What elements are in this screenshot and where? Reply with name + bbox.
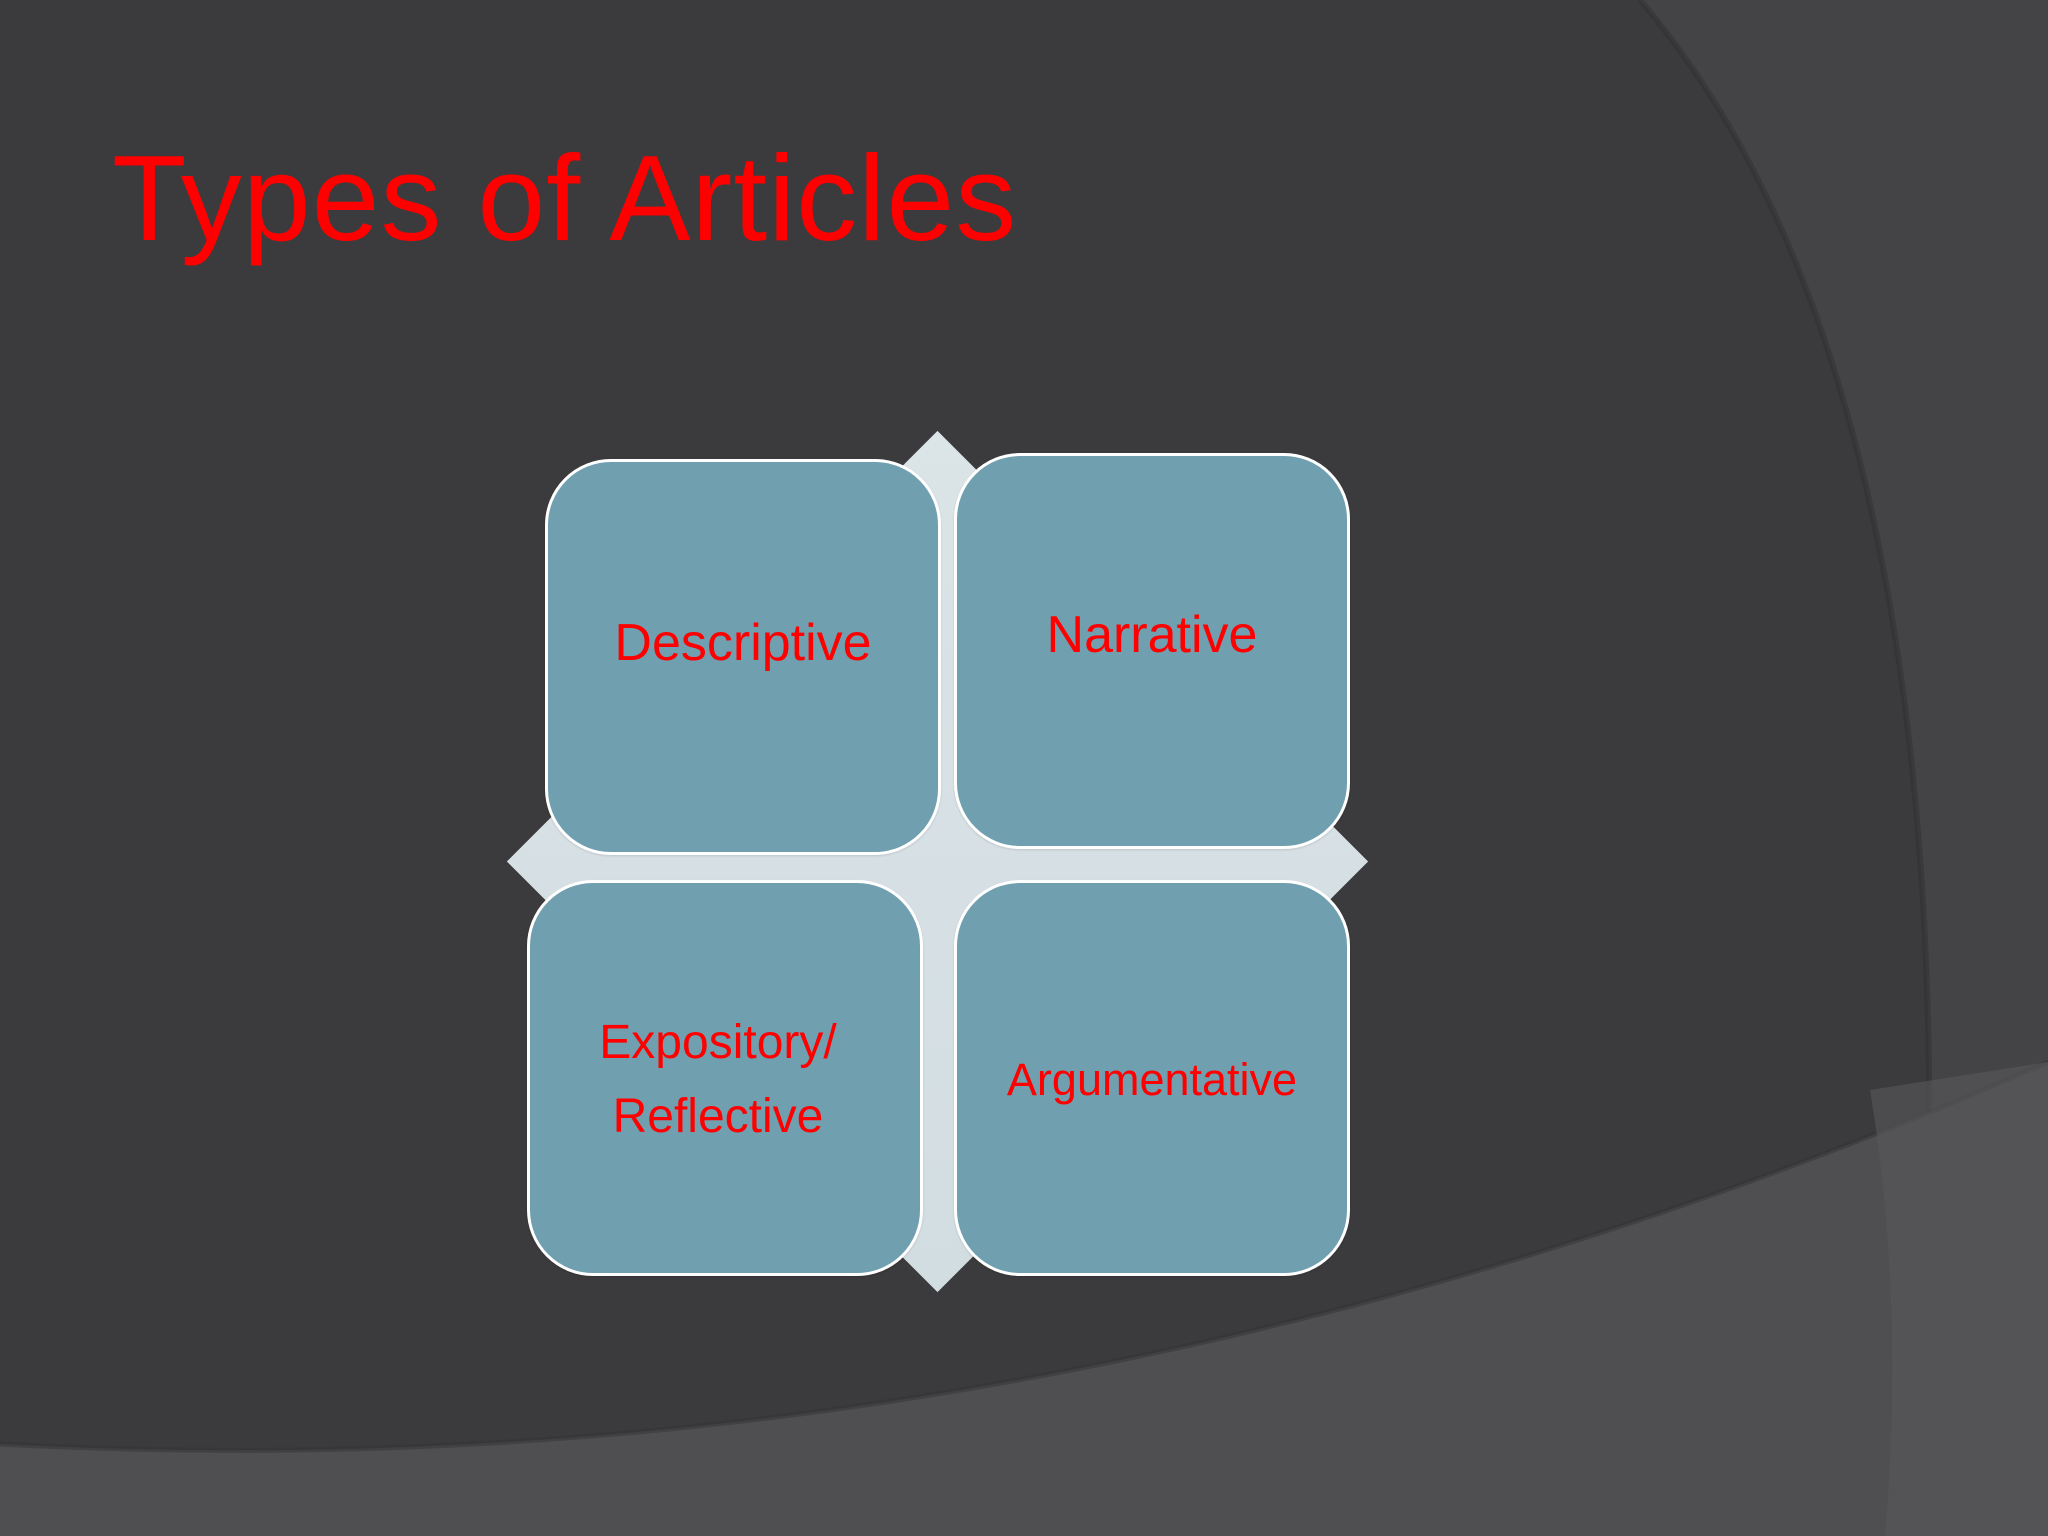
diagram-box-expository-reflective: Expository/ Reflective (527, 880, 923, 1276)
diagram-box-narrative: Narrative (954, 453, 1350, 849)
background-band (0, 1062, 2048, 1536)
diagram-box-label: Narrative (1046, 606, 1258, 664)
slide-title: Types of Articles (112, 130, 1018, 266)
diagram-box-label: Descriptive (614, 614, 872, 672)
diagram-box-descriptive: Descriptive (545, 459, 941, 855)
diagram-box-argumentative: Argumentative (954, 880, 1350, 1276)
diagram-box-label: Argumentative (1006, 1054, 1298, 1106)
background-band-edge (0, 1059, 2048, 1453)
diagram-box-label: Expository/ Reflective (599, 1016, 837, 1143)
